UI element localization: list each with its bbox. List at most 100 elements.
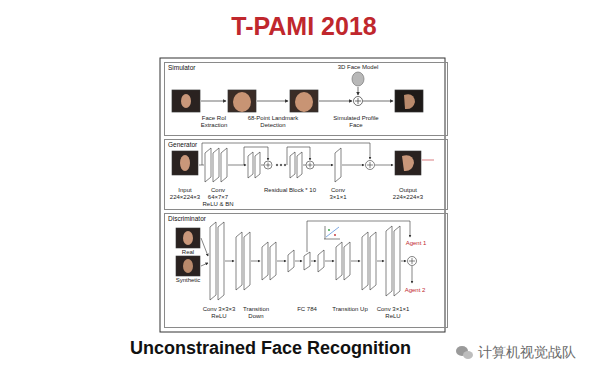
art-line xyxy=(370,162,371,168)
art-circle xyxy=(366,161,375,170)
layer-label: Transition Down xyxy=(238,306,274,320)
art-rect xyxy=(228,90,256,112)
art-path xyxy=(404,94,415,109)
art-rect xyxy=(172,151,198,175)
art-circle xyxy=(264,161,272,169)
art-line xyxy=(201,238,208,256)
art-polygon xyxy=(205,148,211,182)
art-ellipse xyxy=(352,72,364,86)
art-line xyxy=(201,263,208,266)
art-line xyxy=(325,261,334,262)
art-polygon xyxy=(213,148,219,182)
layer-label: Agent 1 xyxy=(401,240,431,247)
layer-label: Simulated Profile Face xyxy=(331,115,381,129)
art-ellipse xyxy=(183,231,193,245)
panel-heading: Generator xyxy=(165,140,447,149)
simulator-art xyxy=(172,72,423,112)
art-circle xyxy=(306,161,314,169)
art-polygon xyxy=(270,242,276,280)
art-line xyxy=(325,226,326,239)
art-ellipse xyxy=(233,92,251,112)
watermark-icon xyxy=(456,346,473,359)
art-line xyxy=(277,261,286,262)
art-line xyxy=(412,258,413,264)
layer-label: Residual Block * 10 xyxy=(259,187,321,194)
art-polygon xyxy=(244,232,250,290)
art-polygon xyxy=(336,242,342,280)
figure-caption: Unconstrained Face Recognition xyxy=(130,338,411,359)
art-line xyxy=(401,261,406,262)
art-rect xyxy=(395,90,423,112)
art-line xyxy=(412,266,413,283)
art-polygon xyxy=(210,222,216,300)
layer-label: Output 224×224×3 xyxy=(391,187,425,201)
art-polygon xyxy=(262,242,268,280)
layer-label: Input 224×224×3 xyxy=(168,187,202,201)
art-circle xyxy=(408,257,417,266)
layer-label: 3D Face Model xyxy=(333,64,383,71)
art-path xyxy=(307,221,410,252)
art-polygon xyxy=(290,152,295,178)
art-line xyxy=(295,261,302,262)
layer-label: Transition Up xyxy=(332,306,368,313)
art-polygon xyxy=(394,226,400,296)
art-path xyxy=(287,147,310,165)
art-line xyxy=(358,87,359,95)
layer-label: Real xyxy=(173,249,203,256)
art-polygon xyxy=(370,232,376,290)
art-line xyxy=(342,165,364,166)
layer-label: Synthetic xyxy=(170,277,206,284)
art-line xyxy=(268,163,269,168)
layer-label: Conv 3×3×3 ReLU xyxy=(201,306,237,320)
art-polygon xyxy=(255,152,260,178)
art-line xyxy=(422,160,434,161)
art-line xyxy=(225,261,234,262)
art-line xyxy=(377,261,384,262)
figure-frame xyxy=(160,58,445,332)
art-line xyxy=(311,261,316,262)
art-path xyxy=(202,143,370,165)
art-circle xyxy=(284,164,286,166)
discriminator-art xyxy=(176,221,417,300)
art-line xyxy=(314,165,333,166)
art-ellipse xyxy=(463,351,473,359)
art-line xyxy=(375,165,393,166)
layer-label: Conv 64×7×7 ReLU & BN xyxy=(200,187,236,208)
art-ellipse xyxy=(295,92,313,112)
art-line xyxy=(351,261,360,262)
art-rect xyxy=(176,228,200,248)
art-polygon xyxy=(386,226,392,296)
watermark-text: 计算机视觉战队 xyxy=(478,344,598,360)
art-line xyxy=(363,101,393,102)
art-line xyxy=(251,261,260,262)
art-line xyxy=(358,98,359,104)
art-rect xyxy=(172,90,200,112)
art-path xyxy=(402,155,414,171)
art-polygon xyxy=(218,222,224,300)
art-line xyxy=(326,227,339,237)
panel-heading: Discriminator xyxy=(165,214,447,223)
art-polygon xyxy=(344,242,350,280)
layer-label: Face RoI Extraction xyxy=(193,115,235,129)
art-polygon xyxy=(297,152,302,178)
art-ellipse xyxy=(183,259,193,273)
art-rect xyxy=(290,90,318,112)
art-line xyxy=(201,101,226,102)
art-line xyxy=(324,239,340,240)
art-line xyxy=(303,165,306,166)
generator-art xyxy=(172,143,434,182)
art-polygon xyxy=(362,232,368,290)
art-polygon xyxy=(288,250,294,272)
art-polygon xyxy=(236,232,242,290)
art-polygon xyxy=(304,252,310,270)
panel-heading: Simulator xyxy=(165,63,447,72)
layer-label: Conv 3×1×1 ReLU xyxy=(374,306,412,320)
art-rect xyxy=(395,151,421,175)
art-circle xyxy=(334,234,336,236)
art-circle xyxy=(328,229,330,231)
layer-label: 68-Point Landmark Detection xyxy=(247,115,299,129)
art-line xyxy=(261,165,264,166)
